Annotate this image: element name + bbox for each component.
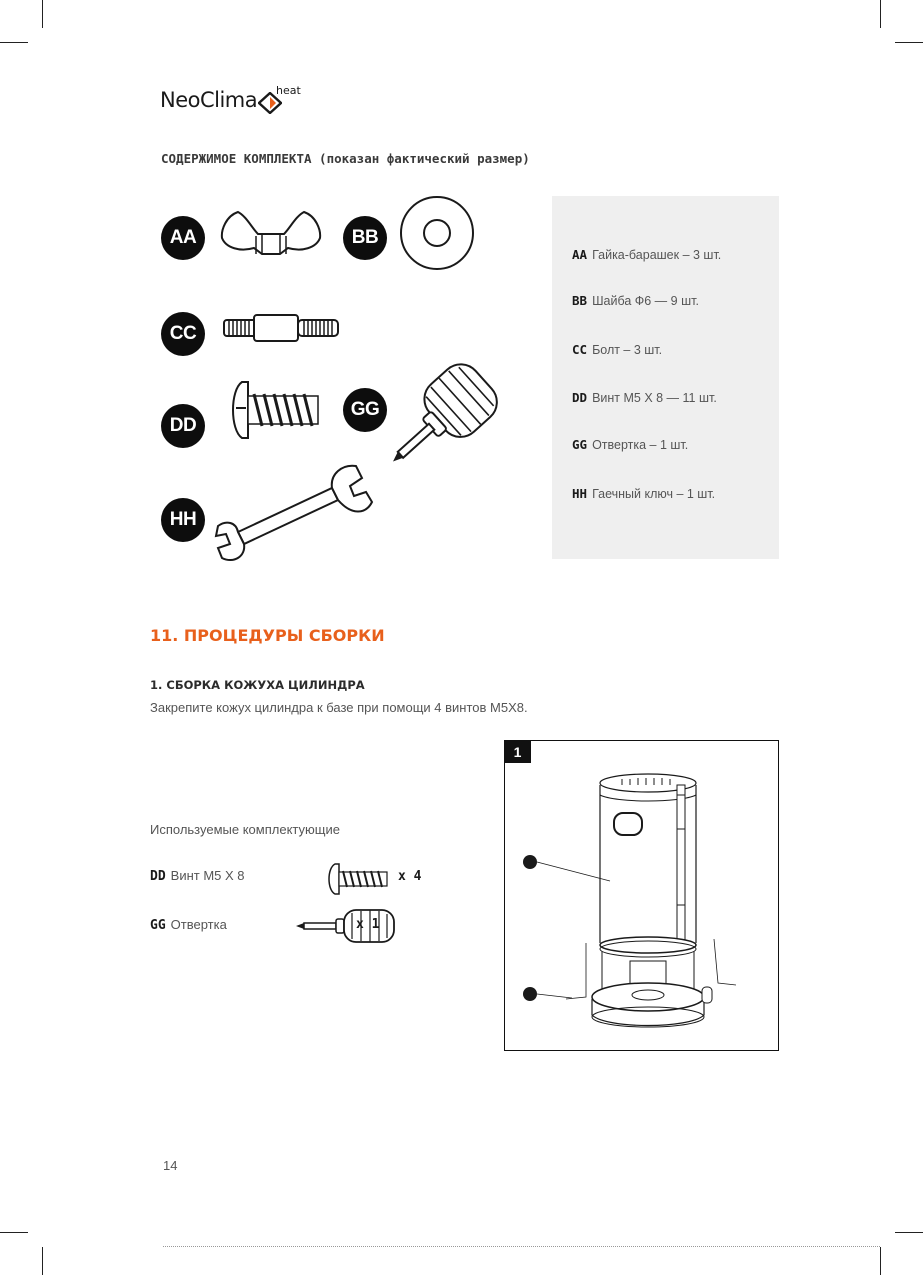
wrench-icon: [214, 464, 374, 562]
bolt-icon: [223, 314, 339, 342]
page-number: 14: [163, 1158, 178, 1173]
logo-mark-icon: [258, 92, 282, 114]
crop-mark: [880, 1247, 881, 1275]
washer-icon: [400, 196, 474, 270]
heater-diagram: [523, 773, 737, 1028]
crop-mark: [0, 1232, 28, 1233]
section-title: 11. ПРОЦЕДУРЫ СБОРКИ: [150, 626, 385, 645]
brand-logo: NeoClima: [160, 88, 258, 118]
figure-frame: [504, 740, 779, 1051]
screw-icon: [328, 863, 388, 895]
step-text: Закрепите кожух цилиндра к базе при помо…: [150, 700, 528, 715]
footer-divider: [163, 1246, 880, 1247]
crop-mark: [895, 42, 923, 43]
crop-mark: [895, 1232, 923, 1233]
badge-hh: HH: [161, 498, 205, 542]
badge-bb: BB: [343, 216, 387, 260]
screwdriver-icon: [296, 909, 395, 943]
screwdriver-icon: [393, 363, 498, 462]
qty-label: x 4: [398, 869, 422, 884]
crop-mark: [880, 0, 881, 28]
badge-dd: DD: [161, 404, 205, 448]
screw-icon: [232, 381, 319, 439]
crop-mark: [42, 1247, 43, 1275]
kit-title: СОДЕРЖИМОЕ КОМПЛЕКТА (показан фактически…: [161, 151, 530, 166]
badge-cc: CC: [161, 312, 205, 356]
badge-gg: GG: [343, 388, 387, 432]
crop-mark: [42, 0, 43, 28]
crop-mark: [0, 42, 28, 43]
step-title: 1. СБОРКА КОЖУХА ЦИЛИНДРА: [150, 678, 365, 692]
figure-number: 1: [504, 740, 531, 763]
brand-sub: heat: [276, 84, 301, 97]
qty-label: x 1: [356, 917, 380, 932]
badge-aa: AA: [161, 216, 205, 260]
brand-name: NeoClima: [160, 88, 258, 112]
used-title: Используемые комплектующие: [150, 822, 340, 837]
wing-nut-icon: [220, 210, 322, 255]
